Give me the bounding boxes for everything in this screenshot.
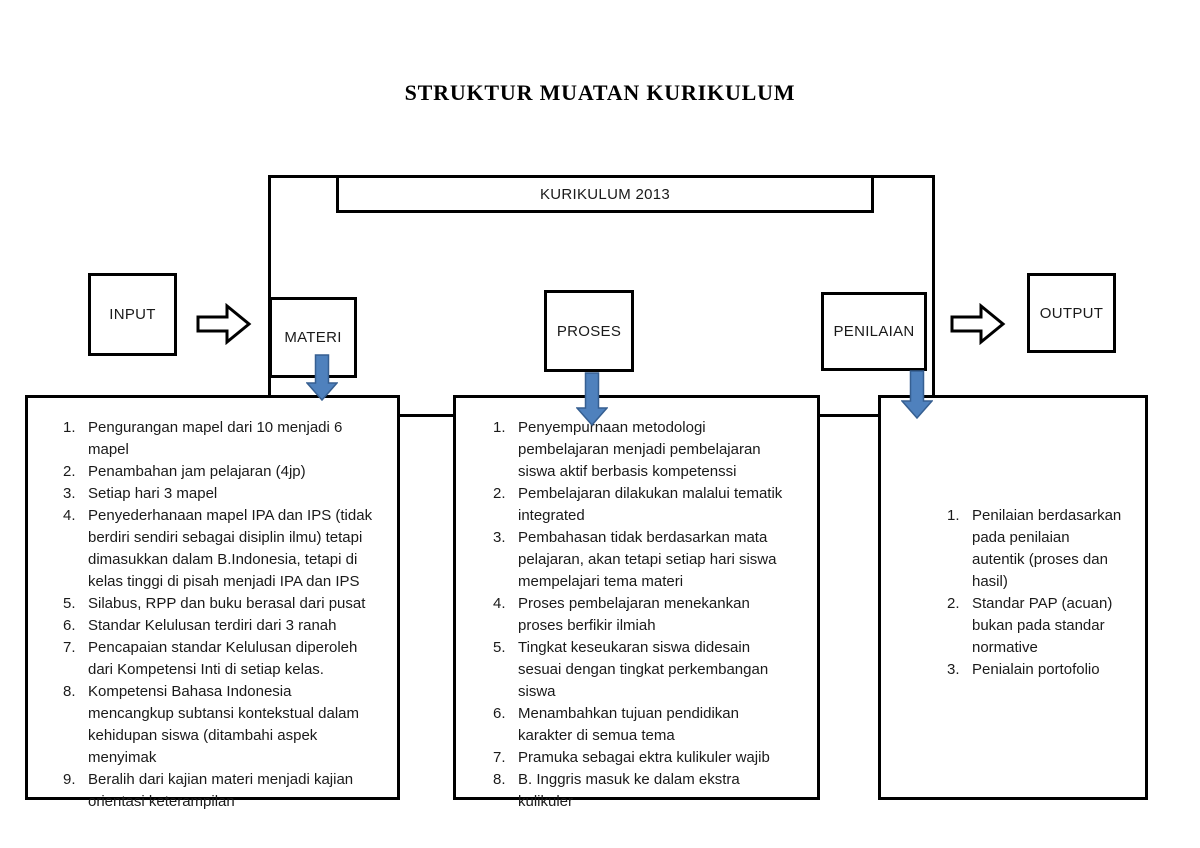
input-box: INPUT	[88, 273, 177, 356]
item-number: 2.	[947, 595, 960, 612]
item-text: Pencapaian standar Kelulusan diperoleh d…	[88, 639, 358, 678]
item-number: 8.	[63, 683, 76, 700]
list-item: 1. Penilaian berdasarkan pada penilaian …	[947, 505, 1125, 593]
item-number: 6.	[63, 617, 76, 634]
item-text: Beralih dari kajian materi menjadi kajia…	[88, 771, 354, 810]
item-text: Penilaian berdasarkan pada penilaian aut…	[972, 507, 1122, 590]
item-text: Tingkat keseukaran siswa didesain sesuai…	[518, 639, 769, 700]
right-block-arrow-icon	[196, 303, 252, 345]
item-text: Standar Kelulusan terdiri dari 3 ranah	[88, 617, 337, 634]
item-number: 7.	[63, 639, 76, 656]
item-text: Proses pembelajaran menekankan proses be…	[518, 595, 750, 634]
list-item: 4. Proses pembelajaran menekankan proses…	[493, 593, 797, 637]
materi-detail-panel: 1. Pengurangan mapel dari 10 menjadi 6 m…	[25, 395, 400, 810]
item-number: 5.	[63, 595, 76, 612]
list-item: 2. Standar PAP (acuan) bukan pada standa…	[947, 593, 1125, 659]
connector-line-left	[398, 414, 456, 417]
connector-line-right	[818, 414, 880, 417]
kurikulum-2013-label: KURIKULUM 2013	[539, 185, 671, 203]
item-text: Kompetensi Bahasa Indonesia mencangkup s…	[88, 683, 359, 766]
item-number: 3.	[63, 485, 76, 502]
output-box: OUTPUT	[1027, 273, 1116, 353]
list-item: 3. Penialain portofolio	[947, 659, 1125, 681]
right-block-arrow-icon	[950, 303, 1006, 345]
list-item: 1. Penyempurnaan metodologi pembelajaran…	[493, 417, 797, 483]
kurikulum-2013-box: KURIKULUM 2013	[336, 175, 874, 213]
item-text: Silabus, RPP dan buku berasal dari pusat	[88, 595, 366, 612]
penilaian-box: PENILAIAN	[821, 292, 927, 371]
list-item: 5. Tingkat keseukaran siswa didesain ses…	[493, 637, 797, 703]
item-text: B. Inggris masuk ke dalam ekstra kulikul…	[518, 771, 740, 810]
list-item: 2. Penambahan jam pelajaran (4jp)	[63, 461, 377, 483]
materi-label: MATERI	[284, 329, 342, 346]
item-text: Pengurangan mapel dari 10 menjadi 6 mape…	[88, 419, 343, 458]
item-number: 1.	[493, 419, 506, 436]
item-number: 2.	[493, 485, 506, 502]
down-arrow-icon	[306, 354, 338, 401]
list-item: 1. Pengurangan mapel dari 10 menjadi 6 m…	[63, 417, 377, 461]
list-item: 2. Pembelajaran dilakukan malalui temati…	[493, 483, 797, 527]
item-number: 1.	[63, 419, 76, 436]
list-item: 7. Pencapaian standar Kelulusan diperole…	[63, 637, 377, 681]
item-number: 8.	[493, 771, 506, 788]
item-text: Penambahan jam pelajaran (4jp)	[88, 463, 306, 480]
list-item: 3. Setiap hari 3 mapel	[63, 483, 377, 505]
down-arrow-icon	[576, 372, 608, 426]
item-number: 5.	[493, 639, 506, 656]
list-item: 8. Kompetensi Bahasa Indonesia mencangku…	[63, 681, 377, 769]
item-number: 1.	[947, 507, 960, 524]
penilaian-label: PENILAIAN	[833, 323, 915, 340]
item-number: 9.	[63, 771, 76, 788]
item-number: 7.	[493, 749, 506, 766]
list-item: 9. Beralih dari kajian materi menjadi ka…	[63, 769, 377, 813]
item-text: Pramuka sebagai ektra kulikuler wajib	[518, 749, 770, 766]
list-item: 8. B. Inggris masuk ke dalam ekstra kuli…	[493, 769, 797, 813]
item-number: 3.	[493, 529, 506, 546]
list-item: 4. Penyederhanaan mapel IPA dan IPS (tid…	[63, 505, 377, 593]
diagram-title: STRUKTUR MUATAN KURIKULUM	[404, 80, 796, 105]
output-label: OUTPUT	[1039, 304, 1104, 322]
item-text: Menambahkan tujuan pendidikan karakter d…	[518, 705, 739, 744]
item-text: Penyederhanaan mapel IPA dan IPS (tidak …	[88, 507, 373, 590]
materi-box: MATERI	[269, 297, 357, 378]
item-text: Penyempurnaan metodologi pembelajaran me…	[518, 419, 761, 480]
item-text: Pembahasan tidak berdasarkan mata pelaja…	[518, 529, 777, 590]
item-text: Penialain portofolio	[972, 661, 1100, 678]
item-text: Standar PAP (acuan) bukan pada standar n…	[972, 595, 1113, 656]
input-label: INPUT	[109, 306, 156, 323]
proses-box: PROSES	[544, 290, 634, 372]
item-number: 4.	[63, 507, 76, 524]
down-arrow-icon	[901, 370, 933, 419]
proses-label: PROSES	[556, 322, 622, 340]
item-number: 2.	[63, 463, 76, 480]
list-item: 6. Menambahkan tujuan pendidikan karakte…	[493, 703, 797, 747]
list-item: 5. Silabus, RPP dan buku berasal dari pu…	[63, 593, 377, 615]
item-number: 3.	[947, 661, 960, 678]
list-item: 7. Pramuka sebagai ektra kulikuler wajib	[493, 747, 797, 769]
list-item: 6. Standar Kelulusan terdiri dari 3 rana…	[63, 615, 377, 637]
proses-detail-panel: 1. Penyempurnaan metodologi pembelajaran…	[453, 395, 820, 810]
penilaian-detail-panel: 1. Penilaian berdasarkan pada penilaian …	[878, 395, 1148, 800]
item-number: 4.	[493, 595, 506, 612]
item-text: Setiap hari 3 mapel	[88, 485, 218, 502]
list-item: 3. Pembahasan tidak berdasarkan mata pel…	[493, 527, 797, 593]
item-number: 6.	[493, 705, 506, 722]
item-text: Pembelajaran dilakukan malalui tematik i…	[518, 485, 783, 524]
